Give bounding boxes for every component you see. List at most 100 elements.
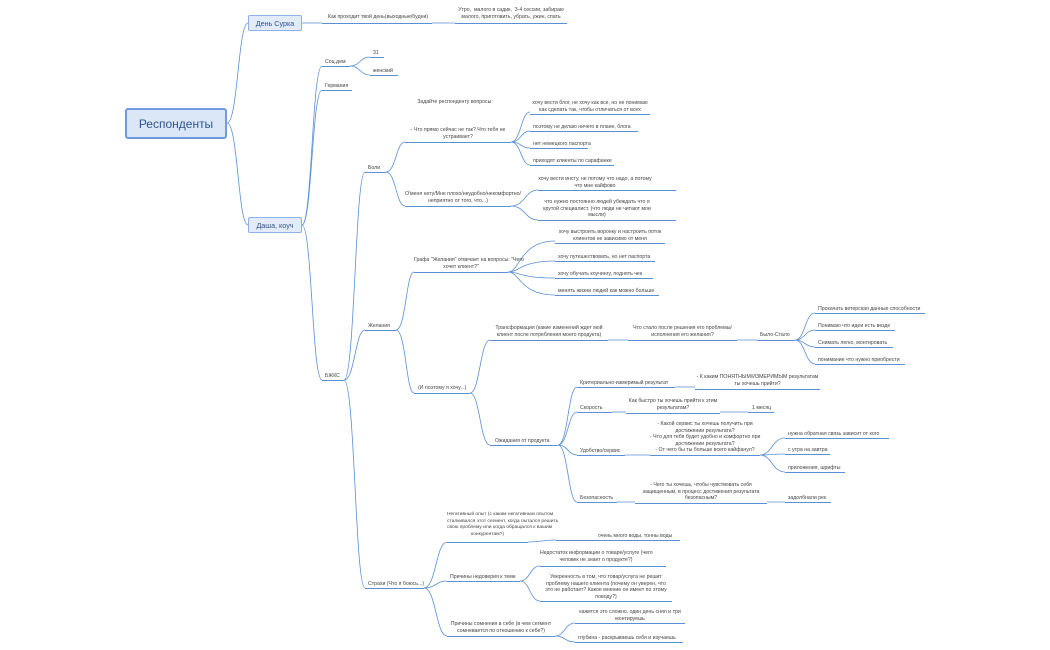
nedoverie-node[interactable]: Причины недоверия к теме xyxy=(450,574,516,580)
den-surka-answer[interactable]: Утро, малого в садик, 3-4 сессии, забира… xyxy=(458,7,564,20)
underline xyxy=(635,503,767,504)
speed-answer[interactable]: 1 месяц xyxy=(752,405,772,411)
boli-q1-answer-4[interactable]: приходят клиенты по сарафанке xyxy=(533,158,612,164)
underline xyxy=(575,642,683,643)
underline xyxy=(530,148,588,149)
boli-q1-answer-1[interactable]: хочу вести блог, не хочу как все, но не … xyxy=(532,100,648,113)
convenience-node[interactable]: Удобство/сервис xyxy=(580,448,621,454)
bylo-stalo-item-3[interactable]: Снимать легко, монтировать xyxy=(818,340,888,346)
country-node[interactable]: Германия xyxy=(325,83,349,89)
boli-prompt[interactable]: Задайте респонденту вопросы: xyxy=(417,99,493,105)
age-node[interactable]: 31 xyxy=(373,50,379,56)
underline xyxy=(530,114,650,115)
underline xyxy=(815,313,925,314)
gender-node[interactable]: женский xyxy=(373,68,393,74)
underline xyxy=(370,57,384,58)
safety-node[interactable]: Безопасность xyxy=(580,495,614,501)
boli-q2-answer-1[interactable]: хочу вести инсту, не потому что надо, а … xyxy=(538,176,652,189)
transformation-node[interactable]: Трансформация (какие изменений ждет мой … xyxy=(495,325,603,338)
underline xyxy=(540,566,666,567)
bjks-node[interactable]: БЖКС xyxy=(325,373,340,379)
underline xyxy=(455,23,567,24)
topic-den-surka[interactable]: День Сурка xyxy=(248,15,302,31)
somnenie-answer-2[interactable]: глубина - раскрываешь себя и изучаешь xyxy=(578,635,676,641)
underline xyxy=(577,455,625,456)
underline xyxy=(538,220,676,221)
grafa-answer-3[interactable]: хочу обучать коучингу, поднять чек xyxy=(558,271,643,277)
ozhidaniya-node[interactable]: Ожидания от продукта xyxy=(495,438,550,444)
underline xyxy=(748,412,774,413)
underline xyxy=(577,502,617,503)
underline xyxy=(447,636,555,637)
root-node[interactable]: Респонденты xyxy=(125,108,227,139)
grafa-answer-4[interactable]: менять жизни людей как можно больше xyxy=(558,288,655,294)
safety-question[interactable]: - Чего ты хочешь, чтобы чувствовать себя… xyxy=(642,482,760,502)
socdem-node[interactable]: Соц.дем xyxy=(325,59,346,65)
boli-q1-answer-3[interactable]: нет немецкого паспорта xyxy=(533,141,591,147)
underline xyxy=(447,542,528,543)
underline xyxy=(695,389,820,390)
underline xyxy=(575,623,685,624)
bylo-stalo-node[interactable]: Было-Стало xyxy=(760,332,790,338)
underline xyxy=(322,380,344,381)
strahi-node[interactable]: Страхи (Что я боюсь...) xyxy=(368,581,424,587)
underline xyxy=(530,165,614,166)
underline xyxy=(555,261,655,262)
convenience-question[interactable]: - Какой сервис ты хочешь получить при до… xyxy=(650,421,761,454)
underline xyxy=(757,340,795,341)
underline xyxy=(785,438,889,439)
bylo-stalo-item-1[interactable]: Прокачать ветерская данные способности xyxy=(818,306,921,312)
underline xyxy=(370,75,398,76)
underline xyxy=(556,540,680,541)
underline xyxy=(322,23,432,24)
safety-answer[interactable]: задолбнали рек xyxy=(788,495,827,501)
underline xyxy=(785,454,830,455)
underline xyxy=(555,278,653,279)
nedoverie-answer-2[interactable]: Уверенность в том, что товар/услуга не р… xyxy=(545,574,667,600)
convenience-answer-2[interactable]: с утра на завтра xyxy=(788,447,828,453)
convenience-answer-3[interactable]: приложения, шрифты xyxy=(788,465,841,471)
underline xyxy=(530,131,638,132)
boli-question-2[interactable]: О'меня нету/Мне плохо/неудобно/некомфорт… xyxy=(405,191,521,204)
den-surka-question[interactable]: Как проходит твой день(выходные/будни) xyxy=(327,14,429,20)
underline xyxy=(414,393,470,394)
grafa-answer-1[interactable]: хочу выстроить воронку и настроить поток… xyxy=(558,229,662,242)
somnenie-answer-1[interactable]: кажется это сложно, один день снял и три… xyxy=(579,609,681,622)
bylo-stalo-item-2[interactable]: Понимаю что идеи есть везде xyxy=(818,323,891,329)
underline xyxy=(785,502,831,503)
grafa-answer-2[interactable]: хочу путешествовать, но нет паспорта xyxy=(558,254,651,260)
underline xyxy=(577,387,675,388)
underline xyxy=(815,330,895,331)
negative-experience-node[interactable]: Негативный опыт (с каким негативным опыт… xyxy=(447,512,559,537)
underline xyxy=(447,581,520,582)
underline xyxy=(365,330,396,331)
zhelaniya-node[interactable]: Желания xyxy=(368,323,390,329)
nedoverie-answer-1[interactable]: Недостаток информации о товаре/услуге (ч… xyxy=(540,550,653,563)
underline xyxy=(815,364,905,365)
underline xyxy=(365,588,424,589)
underline xyxy=(785,472,845,473)
negative-experience-answer[interactable]: очень много воды, тонны воды xyxy=(598,533,673,539)
boli-node[interactable]: Боли xyxy=(368,165,381,171)
criteria-question[interactable]: - К каким ПОНЯТНЫМ/ИЗМЕРИМЫМ результатам… xyxy=(696,374,819,387)
boli-q1-answer-2[interactable]: поэтому не делаю ничего в плане, блога xyxy=(533,124,631,130)
convenience-answer-1[interactable]: нужна обратная связь зависит от кого xyxy=(788,431,880,437)
underline xyxy=(555,243,665,244)
underline xyxy=(414,272,508,273)
speed-question[interactable]: Как быстро ты хочешь прийти к этим резул… xyxy=(628,398,718,411)
underline xyxy=(815,347,893,348)
chto-stalo-node[interactable]: Что стало после решения его проблемы/ ис… xyxy=(633,325,732,338)
underline xyxy=(538,190,676,191)
bylo-stalo-item-4[interactable]: понимание что нужно приобрести xyxy=(818,357,900,363)
boli-question-1[interactable]: - Что прямо сейчас не так? Что тебя не у… xyxy=(410,127,506,140)
potomu-node[interactable]: (И поэтому я хочу...) xyxy=(418,385,467,391)
grafa-node[interactable]: Графа "Желания" отвечает на вопросы: "Че… xyxy=(414,257,525,270)
criteria-node[interactable]: Критериально-измеримый результат xyxy=(580,380,669,386)
speed-node[interactable]: Скорость xyxy=(580,405,603,411)
somnenie-node[interactable]: Причины сомнения в себе (в чем сегмент с… xyxy=(450,621,552,634)
boli-q2-answer-2[interactable]: что нужно постоянно людей убеждать что я… xyxy=(543,199,651,219)
underline xyxy=(365,172,386,173)
topic-dasha[interactable]: Даша, коуч xyxy=(248,217,302,233)
underline xyxy=(555,295,659,296)
